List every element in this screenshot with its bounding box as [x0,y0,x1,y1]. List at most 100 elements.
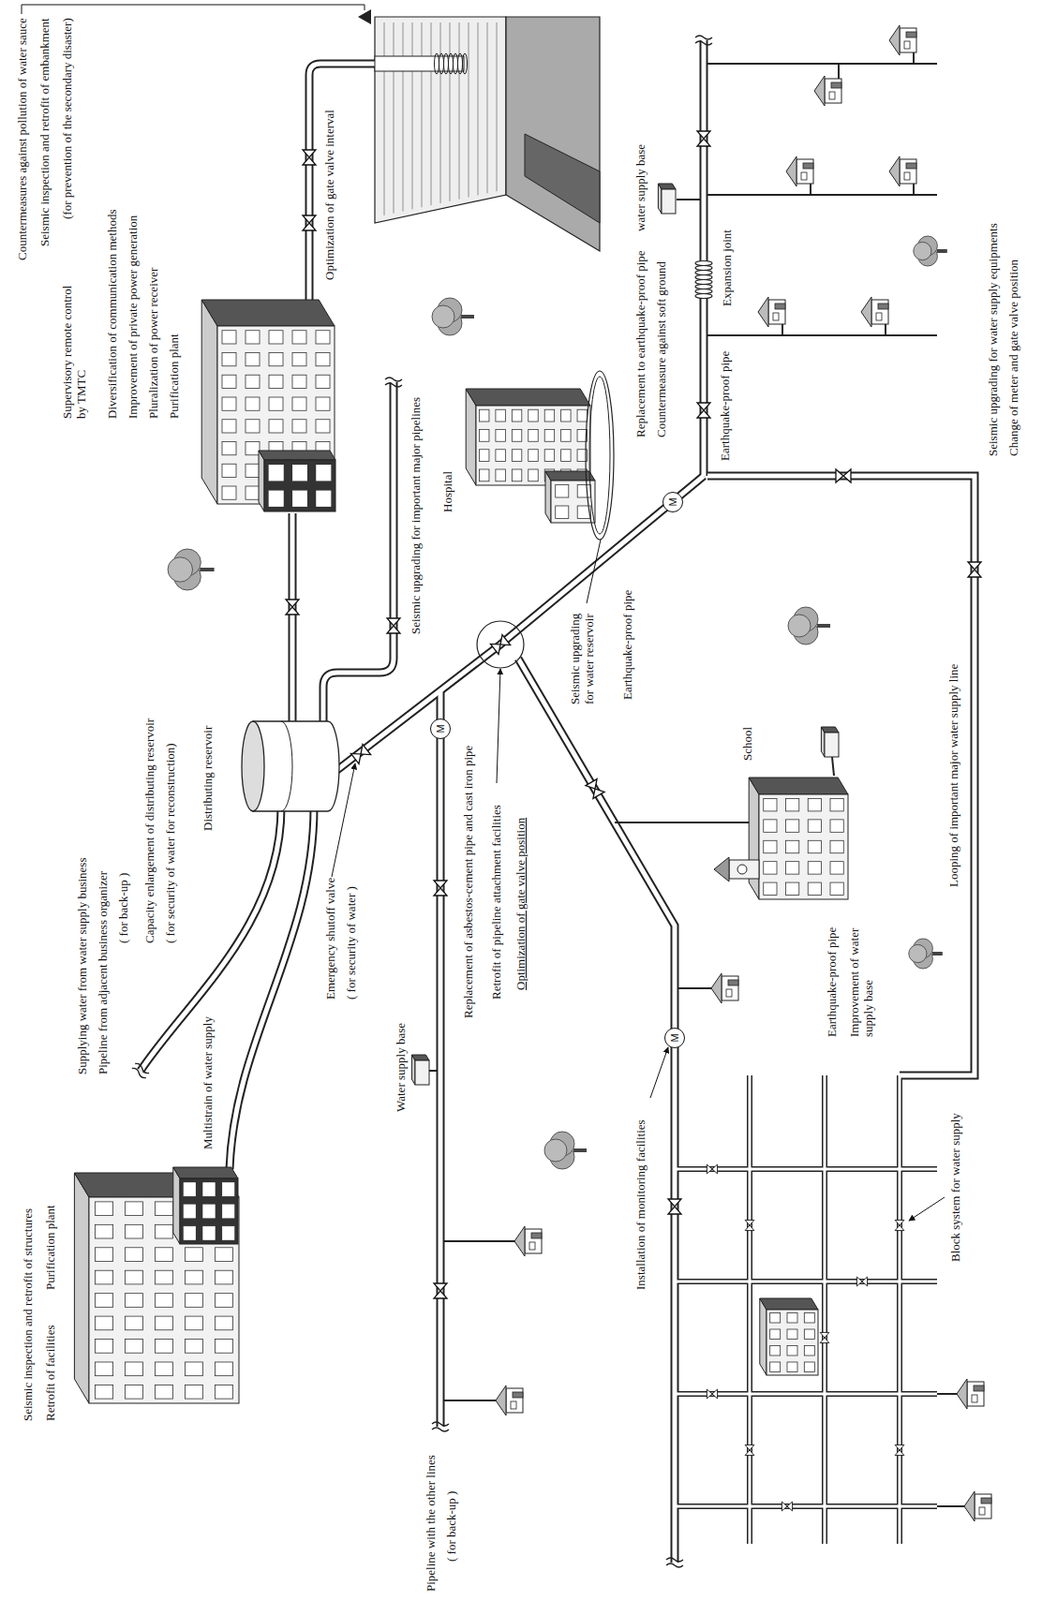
annotation-label: Block system for water supply [948,1112,963,1264]
tree-crown [544,1139,567,1162]
front-face [759,794,849,900]
window [555,485,569,499]
water-hatch [449,22,451,202]
service-line [676,198,700,201]
house-door [906,163,917,169]
window [222,1226,234,1240]
side-face [411,1055,430,1061]
pipes [140,40,975,1563]
window [94,1339,113,1355]
annotation-label: Distributing reservoir [200,725,215,833]
window [203,1183,215,1197]
window [292,374,307,388]
house [964,1491,992,1522]
window [203,1205,215,1219]
service-line [429,1070,437,1072]
side-face [748,777,849,795]
window [214,1294,233,1309]
school-tower-roof [714,857,730,882]
tree [788,607,831,645]
window [222,1205,234,1219]
leader-line [21,4,365,15]
gate-valve [433,880,447,896]
service-line [884,324,887,336]
annotation-label: ( for security of water for reconstructi… [163,742,178,945]
window [184,1248,203,1263]
window [786,882,800,895]
window [478,449,489,462]
water-supply-base [820,727,839,758]
intake-coil [458,53,463,75]
structures [21,4,992,1568]
house-door [831,82,842,89]
pipe-outline [436,691,446,1428]
window [511,469,521,482]
window [154,1316,173,1331]
window [803,1362,815,1373]
window [786,862,800,875]
annotation-label: Retrofit of pipeline attachment faciliti… [489,803,504,1001]
window [214,1248,233,1263]
apartment-building [759,1298,819,1376]
side-face [173,1167,239,1179]
house-wall [824,78,842,104]
service-line [937,1505,966,1508]
window [154,1270,173,1285]
annotation-label: ( for security of water ) [343,885,358,1001]
house [495,1385,523,1416]
reservoir-top [241,721,265,812]
window [544,409,554,422]
window [245,463,260,477]
service-line [809,183,812,195]
gate-valve [781,1502,792,1512]
window [245,353,260,367]
annotation-label: Hospital [440,470,455,514]
annotation-label: Looping of important major water supply … [946,663,961,889]
window [214,1384,233,1400]
gate-valve [668,1199,682,1215]
house-roof [495,1385,507,1416]
water-hatch [440,22,442,204]
intake-coil [444,53,449,75]
window [803,1313,815,1325]
window [94,1316,113,1331]
window [94,1202,113,1217]
window [830,819,844,833]
window [544,430,554,443]
window [830,882,844,895]
tree [544,1131,587,1170]
tree-trunk [573,1148,587,1153]
pipe-outline [288,513,298,722]
window [770,1346,781,1357]
service-line [912,183,915,195]
annotation-label: Supplying water from water supply busine… [74,857,90,1076]
window [245,374,260,388]
front-face [824,732,839,758]
annotation-label: water supply base [633,143,648,233]
gate-valve [967,562,982,578]
annotation-label: Countermeasure against soft ground [654,260,669,439]
house-door [973,1385,984,1392]
window [245,419,260,433]
window [245,442,260,456]
window [830,862,844,875]
house-door [981,1498,992,1504]
window [577,485,591,499]
service-line [912,52,915,64]
gate-valve [744,1444,755,1456]
window [184,1339,203,1355]
window [315,330,330,344]
annotation-label: Change of meter and gate valve position [1006,258,1021,458]
intake-coil [453,53,459,75]
grid-pipe-outline [821,1075,828,1545]
side-face [201,299,335,327]
pipe-break [385,377,402,388]
expansion-joint [695,275,713,281]
window [787,1329,798,1340]
house-roof [711,973,722,1004]
front-face [264,460,336,512]
tree [913,236,948,267]
annotation-label: Seismic upgrading for important major pi… [408,396,423,636]
window [763,840,777,853]
annotation-label: Seismic inspection and retrofit of struc… [20,1207,35,1423]
